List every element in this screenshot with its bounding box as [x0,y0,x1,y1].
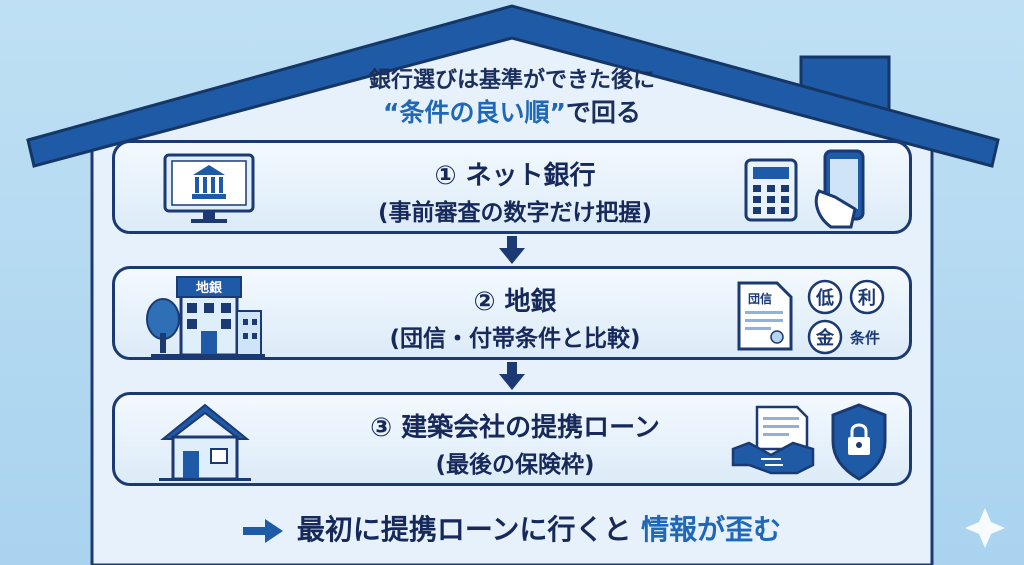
step2-heading: ② 地銀 [473,287,557,317]
title-highlight: “条件の良い順” [383,98,566,127]
badge-cond-text: 条件 [849,329,880,347]
document-icon: 団信 [737,281,793,351]
step2-sub: (団信・付帯条件と比較) [389,326,641,352]
smartphone-icon [814,149,865,229]
badge-low-text: 低 [815,287,834,309]
computer-bank-icon [163,153,255,223]
badge-money-text: 金 [815,327,835,349]
down-arrow-1 [499,236,525,264]
down-arrow-2 [499,362,525,390]
regional-bank-building-icon: 地銀 [146,276,265,357]
bottom-message: 最初に提携ローンに行くと 情報が歪む [0,508,1024,548]
step1-sub: (事前審査の数字だけ把握) [377,200,653,226]
badge-rate-text: 利 [858,287,876,309]
title-line1: 銀行選びは基準ができた後に [368,68,655,93]
step3-heading: ③ 建築会社の提携ローン [370,413,660,443]
doc-label-text: 団信 [748,291,772,306]
step-regional-bank: ② 地銀 (団信・付帯条件と比較) 地銀 団信 [112,266,912,360]
rate-badges-icon: 低 利 金 条件 [807,279,885,355]
right-arrow-icon [242,519,283,543]
step-net-bank: ① ネット銀行 (事前審査の数字だけ把握) [112,140,912,234]
step-partner-loan: ③ 建築会社の提携ローン (最後の保険枠) [112,392,912,486]
bank-sign-text: 地銀 [196,280,222,296]
shield-lock-icon [831,403,887,481]
step1-heading: ① ネット銀行 [434,161,596,191]
bottom-text: 最初に提携ローンに行くと [296,513,632,546]
bottom-highlight: 情報が歪む [641,513,782,546]
house-icon [159,403,251,481]
calculator-icon [744,158,798,222]
title-line2: “条件の良い順”で回る [262,93,762,129]
title-rest: で回る [565,98,641,127]
step3-sub: (最後の保険枠) [435,452,595,478]
handshake-document-icon [731,405,815,475]
